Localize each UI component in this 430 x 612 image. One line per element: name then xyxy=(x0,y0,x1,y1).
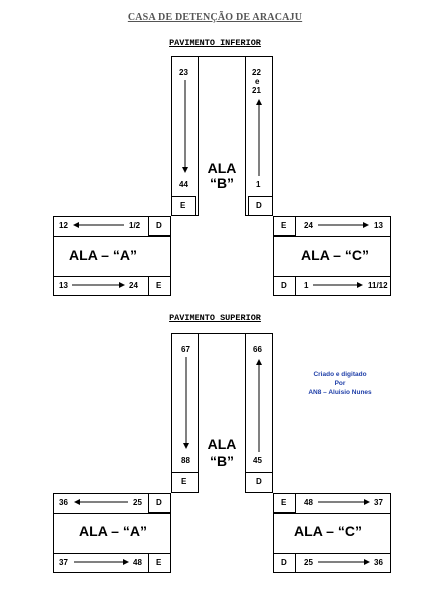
ala-b-right-top-number-2: e xyxy=(255,77,260,86)
ala-b-right-top-number-upper: 66 xyxy=(253,345,262,354)
ala-c-bottom-door-upper: D xyxy=(281,558,287,567)
ala-a-bottom-row xyxy=(53,276,148,277)
ala-a-top-end-upper: 25 xyxy=(133,498,142,507)
ala-c-bottom-row xyxy=(296,276,391,277)
ala-b-left-top-number: 23 xyxy=(179,68,188,77)
ala-b-left-corridor-upper xyxy=(171,333,199,493)
ala-a-bottom-door-box-upper xyxy=(148,553,171,573)
ala-b-top-wall xyxy=(199,56,245,57)
ala-c-bottom-door-box-upper xyxy=(273,553,296,573)
ala-a-top-start: 12 xyxy=(59,221,68,230)
ala-b-right-door-upper: D xyxy=(256,477,262,486)
ala-a-bottom-end: 24 xyxy=(129,281,138,290)
ala-c-top-row xyxy=(273,236,391,237)
ala-a-top-door: D xyxy=(156,221,162,230)
credit-line2: Por xyxy=(334,380,346,387)
ala-c-bottom-door: D xyxy=(281,281,287,290)
ala-b-label-line2: “B” xyxy=(209,175,235,191)
ala-a-label-upper: ALA – “A” xyxy=(79,523,147,539)
ala-c-top-start-upper: 48 xyxy=(304,498,313,507)
ala-a-bottom-door: E xyxy=(156,281,162,290)
ala-b-label-line1-upper: ALA xyxy=(207,436,237,452)
ala-b-left-top-number-upper: 67 xyxy=(181,345,190,354)
ala-b-left-door: E xyxy=(180,201,186,210)
ala-b-right-top-number-1: 22 xyxy=(252,68,261,77)
credit-line1: Criado e digitado xyxy=(313,371,367,378)
ala-c-bottom-end-upper: 36 xyxy=(374,558,383,567)
ala-c-top-door: E xyxy=(281,221,287,230)
ala-b-top-wall-upper xyxy=(199,333,245,334)
ala-a-bottom-door-box xyxy=(148,276,171,296)
ala-c-top-end: 13 xyxy=(374,221,383,230)
ala-b-right-door: D xyxy=(256,201,262,210)
ala-b-right-door-box xyxy=(248,196,273,216)
ala-a-top-door-box-upper xyxy=(148,493,171,513)
ala-c-bottom-row-upper xyxy=(296,553,391,554)
ala-c-top-end-upper: 37 xyxy=(374,498,383,507)
ala-a-top-row-upper xyxy=(53,513,171,514)
ala-b-right-top-number-3: 21 xyxy=(252,86,261,95)
page-title: CASA DE DETENÇÃO DE ARACAJU xyxy=(127,12,303,23)
ala-c-top-door-upper: E xyxy=(281,498,287,507)
ala-c-top-row-upper xyxy=(273,513,391,514)
credit-line3: AN8 – Aluisio Nunes xyxy=(308,389,372,396)
ala-b-right-door-box-upper xyxy=(245,472,273,493)
ala-b-left-door-box-upper xyxy=(171,472,199,493)
ala-b-label-line1: ALA xyxy=(207,160,237,176)
ala-a-bottom-door-upper: E xyxy=(156,558,162,567)
ala-a-label: ALA – “A” xyxy=(69,247,137,263)
floor-title-inferior: PAVIMENTO INFERIOR xyxy=(169,38,261,48)
ala-b-right-bottom-number-upper: 45 xyxy=(253,456,262,465)
ala-c-bottom-start: 1 xyxy=(304,281,309,290)
ala-b-left-door-upper: E xyxy=(181,477,187,486)
ala-a-bottom-start-upper: 37 xyxy=(59,558,68,567)
ala-a-top-end: 1/2 xyxy=(129,221,141,230)
ala-a-bottom-end-upper: 48 xyxy=(133,558,142,567)
ala-a-top-door-upper: D xyxy=(156,498,162,507)
ala-c-top-door-box xyxy=(273,216,296,236)
ala-a-top-door-box xyxy=(148,216,171,236)
ala-c-top-start: 24 xyxy=(304,221,313,230)
ala-c-bottom-door-box xyxy=(273,276,296,296)
ala-c-label-upper: ALA – “C” xyxy=(294,523,362,539)
ala-c-bottom-end: 11/12 xyxy=(368,281,388,290)
ala-b-right-bottom-number: 1 xyxy=(256,180,261,189)
ala-b-left-door-box xyxy=(171,196,196,216)
ala-a-top-row xyxy=(53,236,171,237)
ala-a-bottom-start: 13 xyxy=(59,281,68,290)
ala-c-top-door-box-upper xyxy=(273,493,296,513)
ala-a-top-start-upper: 36 xyxy=(59,498,68,507)
ala-b-left-bottom-number-upper: 88 xyxy=(181,456,190,465)
ala-b-label-line2-upper: “B” xyxy=(209,453,235,469)
ala-b-left-bottom-number: 44 xyxy=(179,180,188,189)
ala-a-bottom-row-upper xyxy=(53,553,148,554)
floor-title-superior: PAVIMENTO SUPERIOR xyxy=(169,313,261,323)
ala-c-bottom-start-upper: 25 xyxy=(304,558,313,567)
ala-c-label: ALA – “C” xyxy=(301,247,369,263)
